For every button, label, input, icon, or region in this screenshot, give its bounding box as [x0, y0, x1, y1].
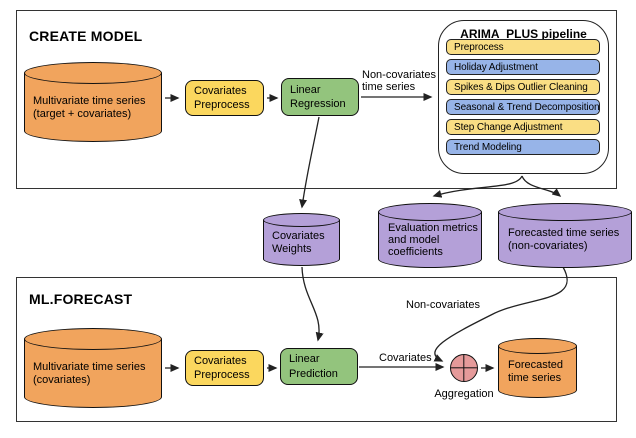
cylinder-top — [498, 203, 632, 221]
db-label: Evaluation metrics and model coefficient… — [388, 222, 478, 258]
multivariate-covariates-db: Multivariate time series (covariates) — [24, 328, 162, 408]
evaluation-metrics-db: Evaluation metrics and model coefficient… — [378, 203, 482, 268]
cylinder-side — [24, 73, 162, 131]
cylinder-top — [378, 203, 482, 221]
multivariate-target-covariates-db: Multivariate time series (target + covar… — [24, 62, 162, 142]
linear-regression-box: Linear Regression — [281, 78, 359, 116]
ml-forecast-title: ML.FORECAST — [29, 291, 133, 307]
db-label: Multivariate time series (target + covar… — [33, 94, 146, 120]
aggregation-label: Aggregation — [434, 388, 494, 400]
aggregation-node — [450, 354, 478, 382]
pipeline-step-spikes-dips-outlier-cleaning: Spikes & Dips Outlier Cleaning — [446, 79, 600, 95]
db-label: Forecasted time series — [508, 359, 564, 384]
covariates-weights-db: Covariates Weights — [263, 213, 340, 266]
linear-prediction-box: Linear Prediction — [280, 348, 358, 385]
plus-icon — [451, 355, 477, 381]
arima-plus-pipeline-container: ARIMA_PLUS pipeline Preprocess Holiday A… — [438, 20, 609, 174]
non-covariates-label: Non-covariates — [406, 299, 480, 311]
forecasted-time-series-db: Forecasted time series — [498, 338, 577, 398]
pipeline-step-seasonal-trend-decomposition: Seasonal & Trend Decomposition — [446, 99, 600, 115]
pipeline-step-holiday-adjustment: Holiday Adjustment — [446, 59, 600, 75]
db-label: Multivariate time series (covariates) — [33, 360, 146, 386]
forecasted-non-covariates-db: Forecasted time series (non-covariates) — [498, 203, 632, 268]
db-label: Covariates Weights — [272, 230, 325, 255]
pipeline-step-preprocess: Preprocess — [446, 39, 600, 55]
cylinder-top — [24, 62, 162, 84]
cylinder-top — [498, 338, 577, 354]
pipeline-step-step-change-adjustment: Step Change Adjustment — [446, 119, 600, 135]
non-covariates-time-series-label: Non-covariates time series — [362, 69, 436, 93]
db-label: Forecasted time series (non-covariates) — [508, 227, 620, 252]
covariates-preprocess-train-box: Covariates Preprocess — [185, 80, 264, 116]
cylinder-top — [24, 328, 162, 350]
arima-plus-pipeline-title: ARIMA_PLUS pipeline — [460, 27, 587, 41]
covariates-label: Covariates — [379, 352, 432, 364]
create-model-title: CREATE MODEL — [29, 28, 143, 44]
covariates-preprocess-predict-box: Covariates Preprocess — [185, 350, 264, 386]
pipeline-step-trend-modeling: Trend Modeling — [446, 139, 600, 155]
cylinder-top — [263, 213, 340, 227]
